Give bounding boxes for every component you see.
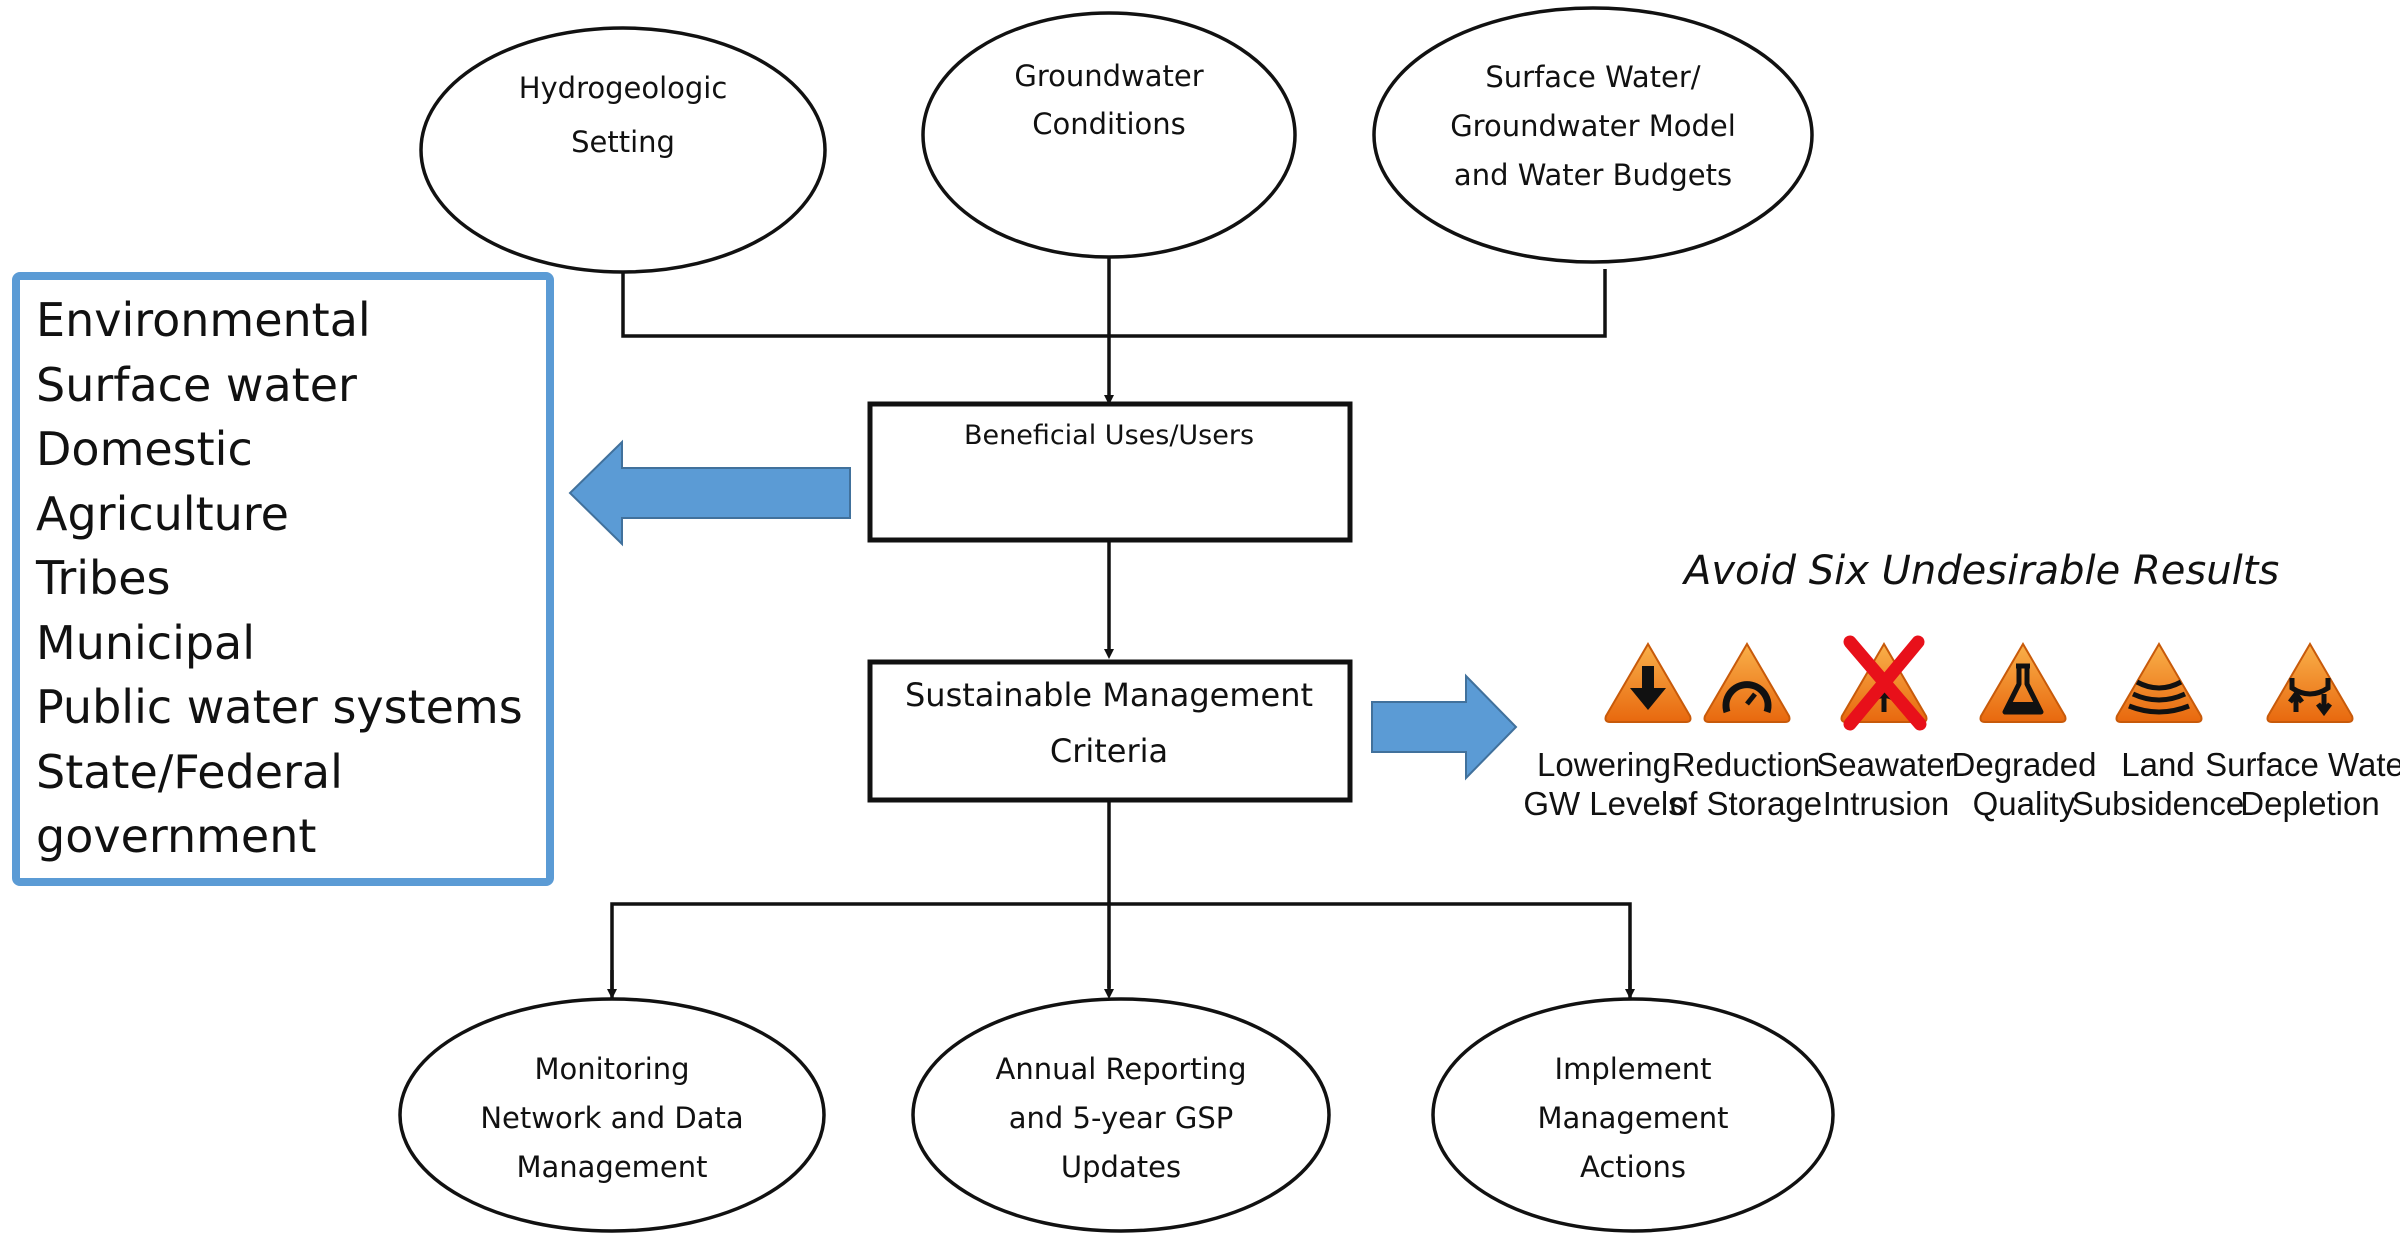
beneficial-uses-label: Beneficial Uses/Users <box>964 420 1254 451</box>
node-text-line: Monitoring <box>534 1052 689 1086</box>
gauge-warning-icon <box>1703 642 1791 723</box>
user-item: Public water systems <box>36 680 523 734</box>
user-item: Municipal <box>36 615 256 670</box>
beneficial-users-list: Environmental Surface water Domestic Agr… <box>36 288 523 869</box>
node-text-line: Groundwater Model <box>1450 109 1736 143</box>
left-block-arrow <box>568 439 851 547</box>
result-label-line: Depletion <box>2240 785 2379 822</box>
seawater-cross-icon <box>1843 635 1927 731</box>
node-groundwater-conditions: Groundwater Conditions <box>921 11 1297 259</box>
node-annual-reporting: Annual Reporting and 5-year GSP Updates <box>911 997 1331 1233</box>
down-arrow-warning-icon <box>1604 642 1692 723</box>
node-text-line: Annual Reporting <box>995 1052 1246 1086</box>
node-text-line: Management <box>1537 1101 1728 1135</box>
right-block-arrow <box>1371 673 1518 781</box>
node-monitoring-network: Monitoring Network and Data Management <box>398 997 826 1233</box>
depletion-warning-icon <box>2266 642 2354 723</box>
node-text-line: Network and Data <box>480 1101 743 1135</box>
user-item: Agriculture <box>36 486 289 541</box>
node-text-line: Updates <box>1061 1150 1181 1184</box>
node-text-line: Hydrogeologic <box>519 71 728 105</box>
result-label-line: Seawater <box>1816 746 1955 783</box>
flask-warning-icon <box>1979 642 2067 723</box>
node-text-line: and 5-year GSP <box>1009 1101 1233 1135</box>
node-surface-water-model: Surface Water/ Groundwater Model and Wat… <box>1372 6 1814 264</box>
user-item: Surface water <box>36 357 357 412</box>
node-text-line: Conditions <box>1032 107 1186 141</box>
user-item: Environmental <box>36 293 371 347</box>
user-item: State/Federal <box>36 744 343 799</box>
result-label-line: Land <box>2121 746 2194 783</box>
node-hydrogeologic-setting: Hydrogeologic Setting <box>419 26 827 274</box>
node-text-line: Actions <box>1580 1150 1686 1184</box>
result-label-line: Intrusion <box>1823 785 1950 822</box>
sustainable-management-line: Criteria <box>1050 732 1168 770</box>
node-text-line: and Water Budgets <box>1454 158 1732 192</box>
node-text-line: Management <box>516 1150 707 1184</box>
sustainable-management-line: Sustainable Management <box>905 676 1313 714</box>
node-text-line: Groundwater <box>1014 59 1203 93</box>
result-label-line: Surface Water <box>2205 746 2400 783</box>
node-text-line: Setting <box>571 125 675 159</box>
users-box <box>12 272 554 886</box>
node-text-line: Implement <box>1555 1052 1712 1086</box>
undesirable-results-title: Avoid Six Undesirable Results <box>1684 548 2280 594</box>
result-label-line: of Storage <box>1670 785 1822 822</box>
bottom-connectors <box>610 800 1632 1000</box>
user-item: Domestic <box>36 422 253 476</box>
result-label-line: Lowering <box>1537 746 1671 783</box>
node-implement-actions: Implement Management Actions <box>1431 997 1835 1233</box>
top-connectors <box>621 257 1607 405</box>
result-label-line: Degraded <box>1952 746 2097 783</box>
user-item: government <box>36 809 317 863</box>
node-text-line: Surface Water/ <box>1485 60 1700 94</box>
sustainable-management-box: Sustainable Management Criteria <box>867 659 1353 803</box>
result-label-line: Subsidence <box>2072 785 2244 822</box>
user-item: Tribes <box>36 551 171 605</box>
beneficial-uses-box: Beneficial Uses/Users <box>867 401 1353 543</box>
result-label-line: Quality <box>1973 785 2076 822</box>
waves-warning-icon <box>2115 642 2203 723</box>
result-label-line: GW Levels <box>1523 785 1684 822</box>
result-label-line: Reduction <box>1672 746 1821 783</box>
